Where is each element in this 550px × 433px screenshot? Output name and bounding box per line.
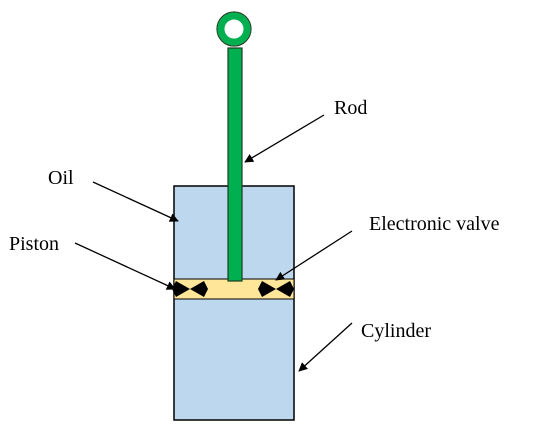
- oil-leader-arrow: [92, 181, 179, 222]
- label-rod: Rod: [334, 97, 367, 119]
- rod-leader-arrow: [244, 114, 325, 163]
- cylinder-leader-arrow: [298, 322, 353, 372]
- valve-left: [172, 281, 208, 297]
- label-electronic-valve: Electronic valve: [369, 213, 500, 235]
- piston-leader-arrow: [74, 242, 176, 290]
- valve-right: [258, 281, 294, 297]
- label-cylinder: Cylinder: [361, 320, 431, 342]
- piston-rod: [227, 47, 243, 282]
- label-oil: Oil: [48, 167, 74, 189]
- label-piston: Piston: [9, 233, 59, 255]
- valve-leader-arrow: [275, 230, 353, 281]
- rod-eye-ring-green: [217, 12, 251, 46]
